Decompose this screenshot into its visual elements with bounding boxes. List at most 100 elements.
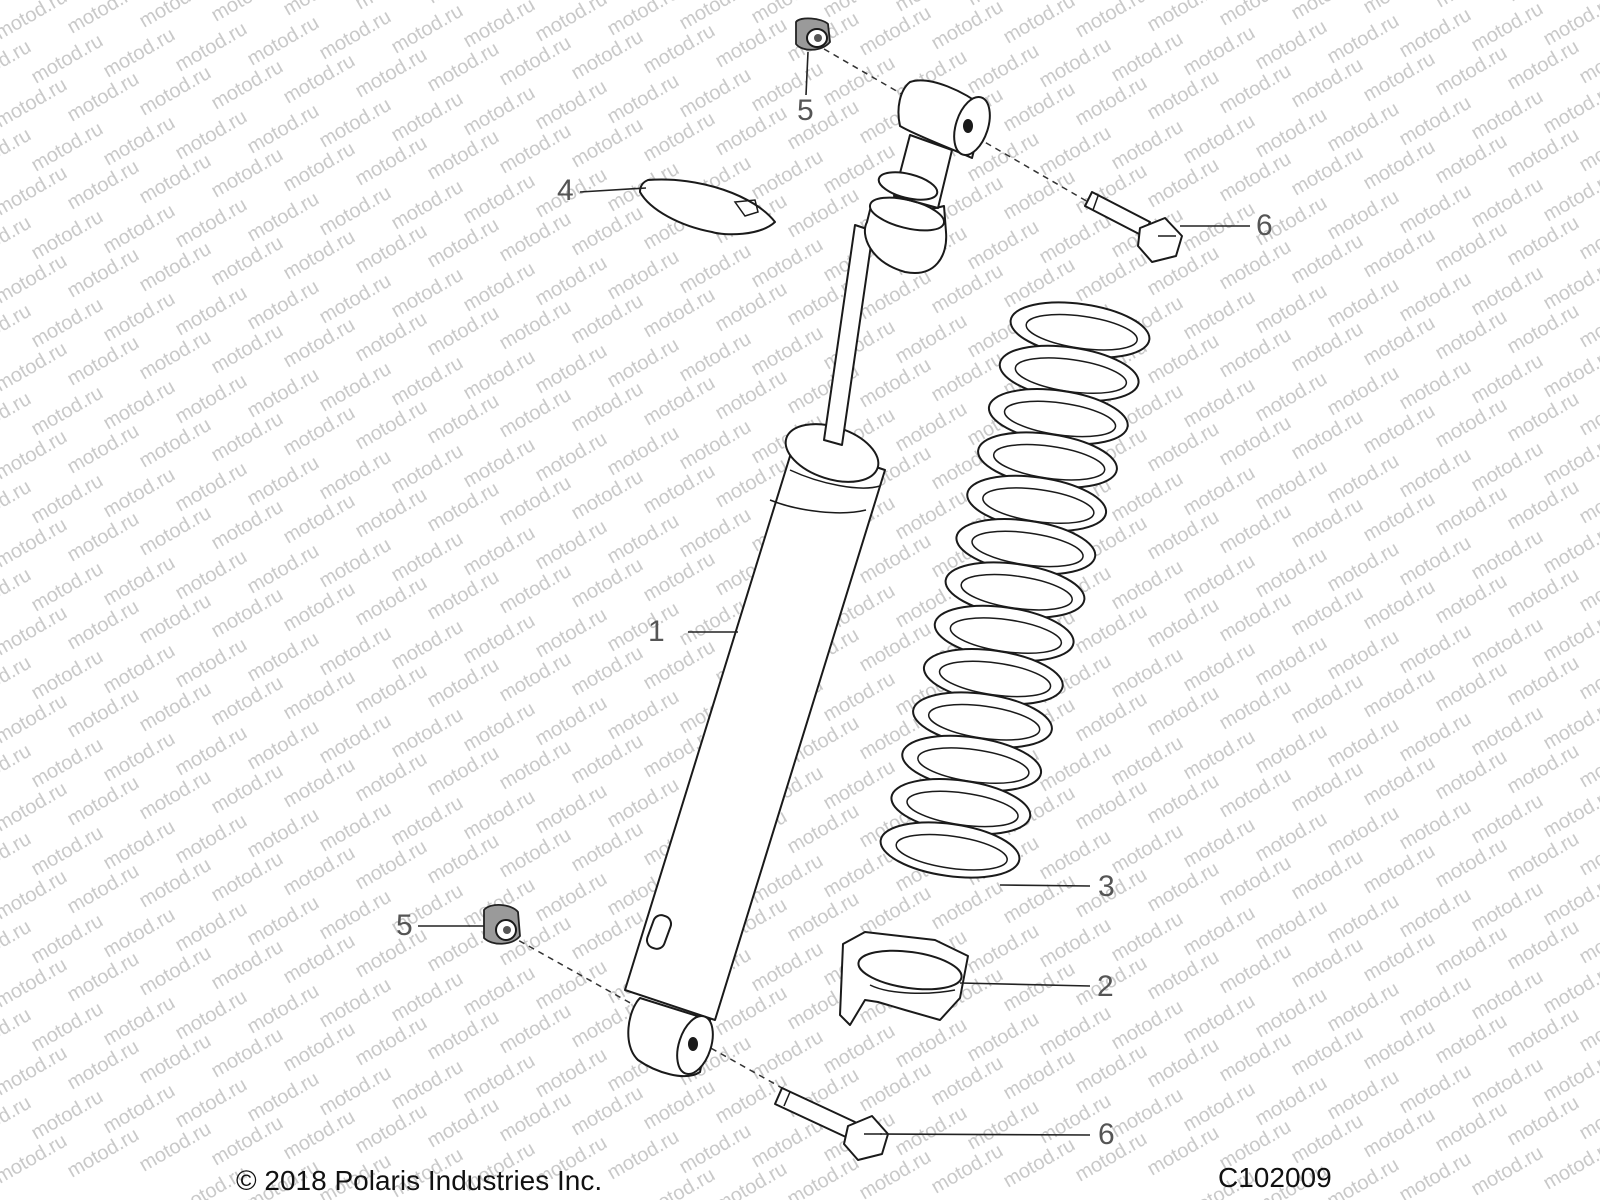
bolt-bottom (774, 1087, 889, 1161)
watermark-text: motod.ru (1504, 212, 1583, 271)
watermark-text: motod.ru (604, 598, 683, 657)
watermark-text: motod.ru (388, 88, 467, 147)
watermark-text: motod.ru (1216, 236, 1295, 295)
watermark-text: motod.ru (424, 742, 503, 801)
watermark-text: motod.ru (1144, 858, 1223, 917)
watermark-text: motod.ru (1324, 450, 1403, 509)
watermark-text: motod.ru (388, 968, 467, 1027)
watermark-text: motod.ru (100, 200, 179, 259)
watermark-text: motod.ru (64, 596, 143, 655)
watermark-text: motod.ru (1432, 0, 1511, 12)
watermark-text: motod.ru (1288, 670, 1367, 729)
watermark-text: motod.ru (100, 904, 179, 963)
watermark-text: motod.ru (208, 584, 287, 643)
watermark-text: motod.ru (64, 508, 143, 567)
watermark-text: motod.ru (1288, 494, 1367, 553)
watermark-text: motod.ru (316, 886, 395, 945)
watermark-text: motod.ru (280, 490, 359, 549)
watermark-text: motod.ru (64, 860, 143, 919)
watermark-text: motod.ru (280, 314, 359, 373)
watermark-text: motod.ru (1180, 374, 1259, 433)
watermark-text: motod.ru (424, 302, 503, 361)
bolt-top (1084, 191, 1183, 263)
callout-2: 2 (1097, 970, 1114, 1003)
watermark-text: motod.ru (784, 1152, 863, 1200)
watermark-text: motod.ru (748, 146, 827, 205)
watermark-text: motod.ru (1288, 1110, 1367, 1169)
watermark-text: motod.ru (892, 398, 971, 457)
watermark-text: motod.ru (0, 1004, 35, 1063)
watermark-text: motod.ru (352, 132, 431, 191)
watermark-text: motod.ru (676, 0, 755, 34)
watermark-text: motod.ru (1576, 998, 1600, 1057)
watermark-text: motod.ru (640, 460, 719, 519)
watermark-text: motod.ru (1252, 368, 1331, 427)
watermark-text: motod.ru (100, 552, 179, 611)
watermark-text: motod.ru (244, 1068, 323, 1127)
watermark-text: motod.ru (1072, 1040, 1151, 1099)
watermark-text: motod.ru (1144, 330, 1223, 389)
watermark-text: motod.ru (136, 678, 215, 737)
watermark-text: motod.ru (604, 246, 683, 305)
watermark-text: motod.ru (1108, 1084, 1187, 1143)
watermark-text: motod.ru (1432, 1098, 1511, 1157)
watermark-text: motod.ru (316, 1062, 395, 1121)
watermark-text: motod.ru (388, 264, 467, 323)
watermark-text: motod.ru (1504, 300, 1583, 359)
watermark-text: motod.ru (1432, 306, 1511, 365)
watermark-text: motod.ru (352, 396, 431, 455)
spring-seat (839, 931, 969, 1026)
watermark-text: motod.ru (0, 388, 35, 447)
watermark-text: motod.ru (1468, 966, 1547, 1025)
watermark-text: motod.ru (172, 634, 251, 693)
watermark-text: motod.ru (1288, 230, 1367, 289)
watermark-text: motod.ru (1360, 1104, 1439, 1163)
watermark-text: motod.ru (1108, 820, 1187, 879)
watermark-text: motod.ru (964, 1096, 1043, 1155)
watermark-text: motod.ru (1432, 130, 1511, 189)
watermark-text: motod.ru (172, 282, 251, 341)
watermark-text: motod.ru (1576, 382, 1600, 441)
watermark-text: motod.ru (64, 772, 143, 831)
watermark-text: motod.ru (64, 244, 143, 303)
watermark-text: motod.ru (100, 728, 179, 787)
watermark-text: motod.ru (712, 14, 791, 73)
watermark-text: motod.ru (1576, 734, 1600, 793)
watermark-text: motod.ru (1072, 248, 1151, 307)
watermark-text: motod.ru (1072, 72, 1151, 131)
watermark-text: motod.ru (568, 818, 647, 877)
watermark-text: motod.ru (820, 668, 899, 727)
watermark-text: motod.ru (568, 554, 647, 613)
watermark-text: motod.ru (172, 458, 251, 517)
watermark-text: motod.ru (1396, 180, 1475, 239)
watermark-text: motod.ru (1360, 136, 1439, 195)
watermark-text: motod.ru (1288, 318, 1367, 377)
spring-coil-inner (895, 833, 1008, 871)
watermark-text: motod.ru (244, 364, 323, 423)
watermark-text: motod.ru (496, 208, 575, 267)
watermark-text: motod.ru (424, 830, 503, 889)
watermark-text: motod.ru (892, 1102, 971, 1161)
watermark-text: motod.ru (352, 748, 431, 807)
watermark-text: motod.ru (280, 842, 359, 901)
watermark-text: motod.ru (316, 710, 395, 769)
watermark-text: motod.ru (244, 276, 323, 335)
watermark-text: motod.ru (1036, 914, 1115, 973)
watermark-text: motod.ru (496, 824, 575, 883)
watermark-text: motod.ru (1144, 1122, 1223, 1181)
watermark-text: motod.ru (928, 1140, 1007, 1199)
watermark-text: motod.ru (1216, 764, 1295, 823)
watermark-text: motod.ru (568, 1082, 647, 1141)
watermark-text: motod.ru (280, 0, 359, 20)
watermark-text: motod.ru (1504, 564, 1583, 623)
watermark-text: motod.ru (1360, 224, 1439, 283)
watermark-text: motod.ru (532, 868, 611, 927)
watermark-text: motod.ru (568, 642, 647, 701)
watermark-text: motod.ru (136, 502, 215, 561)
watermark-text: motod.ru (784, 96, 863, 155)
watermark-text: motod.ru (1396, 1148, 1475, 1200)
watermark-text: motod.ru (1180, 726, 1259, 785)
watermark-text: motod.ru (0, 300, 35, 359)
watermark-text: motod.ru (748, 322, 827, 381)
watermark-text: motod.ru (100, 464, 179, 523)
